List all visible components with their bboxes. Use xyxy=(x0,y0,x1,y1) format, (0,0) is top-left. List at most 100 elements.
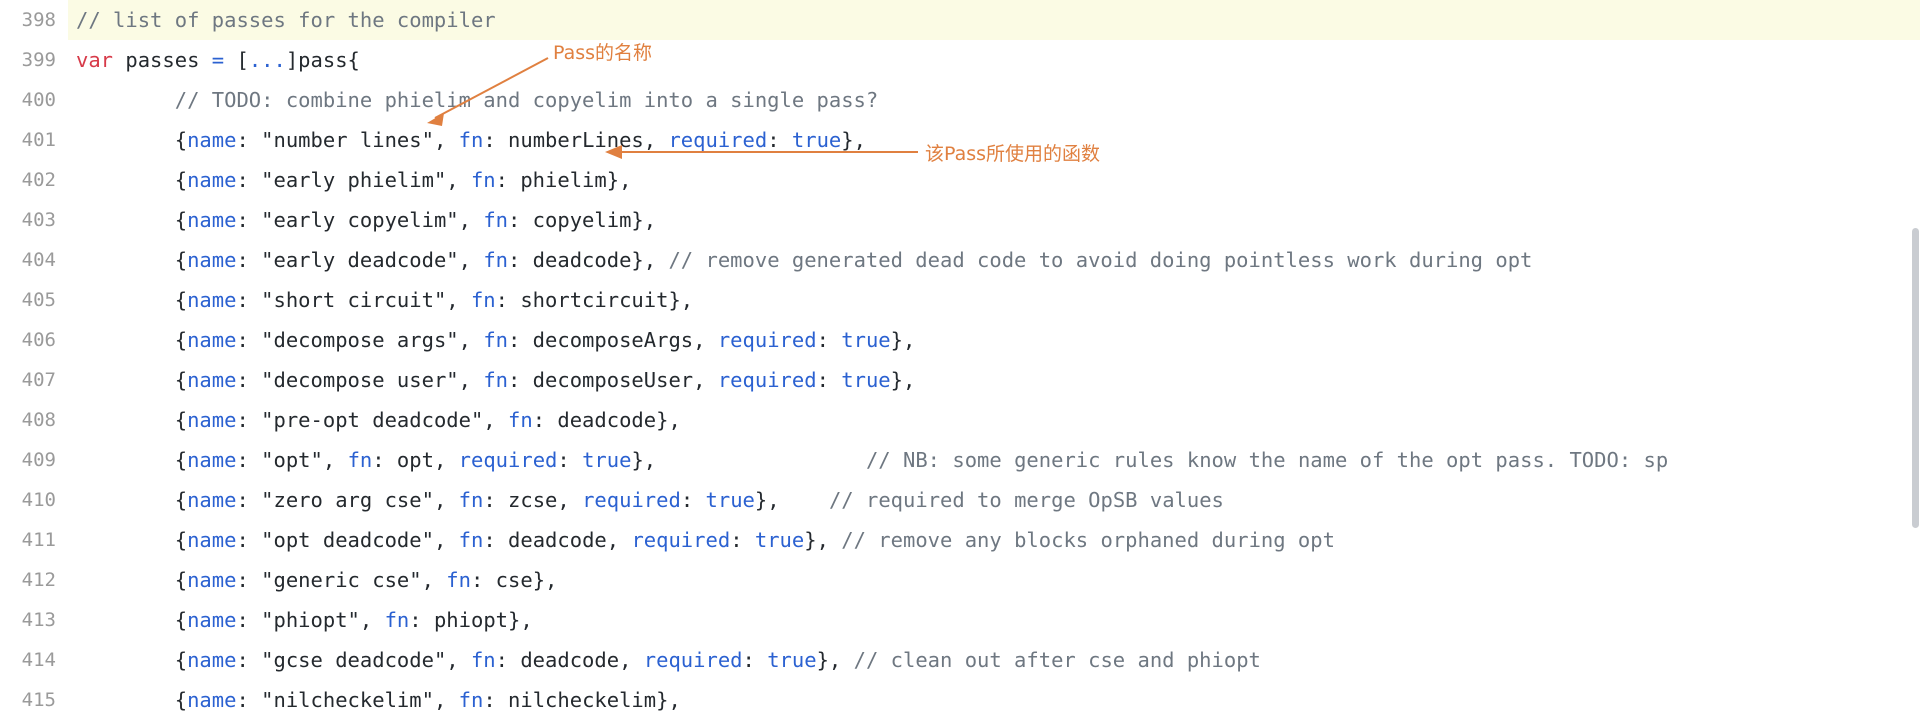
vertical-scrollbar-thumb[interactable] xyxy=(1912,228,1919,528)
code-line[interactable]: 409 {name: "opt", fn: opt, required: tru… xyxy=(0,440,1920,480)
code-line[interactable]: 414 {name: "gcse deadcode", fn: deadcode… xyxy=(0,640,1920,680)
token-plain: passes xyxy=(113,48,212,72)
token-prop: fn xyxy=(470,288,496,312)
token-prop: fn xyxy=(483,368,508,392)
token-prop: fn xyxy=(384,608,410,632)
line-content[interactable]: {name: "short circuit", fn: shortcircuit… xyxy=(68,280,1920,320)
token-prop: required xyxy=(643,648,743,672)
token-bool: true xyxy=(754,528,805,552)
code-line[interactable]: 415 {name: "nilcheckelim", fn: nilchecke… xyxy=(0,680,1920,719)
token-plain: : phielim}, xyxy=(495,168,632,192)
line-number: 411 xyxy=(21,529,56,551)
line-number: 401 xyxy=(21,129,56,151)
token-plain: : "gcse deadcode", xyxy=(236,648,471,672)
token-plain: : xyxy=(680,488,706,512)
line-content[interactable]: // list of passes for the compiler xyxy=(68,0,1920,40)
line-content[interactable]: {name: "decompose user", fn: decomposeUs… xyxy=(68,360,1920,400)
token-bool: true xyxy=(705,488,755,512)
line-number: 398 xyxy=(0,0,68,40)
token-plain: : deadcode, xyxy=(483,528,632,552)
token-plain: : "phiopt", xyxy=(236,608,385,632)
token-plain: : deadcode}, xyxy=(532,408,681,432)
line-content[interactable]: {name: "early deadcode", fn: deadcode}, … xyxy=(68,240,1920,280)
token-plain: { xyxy=(76,328,188,352)
token-prop: name xyxy=(187,368,237,392)
code-line[interactable]: 407 {name: "decompose user", fn: decompo… xyxy=(0,360,1920,400)
token-bool: true xyxy=(841,328,891,352)
token-plain: { xyxy=(76,368,188,392)
token-plain: { xyxy=(76,528,188,552)
token-plain: { xyxy=(76,608,188,632)
line-content[interactable]: {name: "early copyelim", fn: copyelim}, xyxy=(68,200,1920,240)
token-plain: [ xyxy=(224,48,249,72)
token-plain: : xyxy=(557,448,583,472)
token-prop: required xyxy=(582,488,681,512)
line-content[interactable]: {name: "generic cse", fn: cse}, xyxy=(68,560,1920,600)
line-number: 399 xyxy=(21,49,56,71)
code-line[interactable]: 405 {name: "short circuit", fn: shortcir… xyxy=(0,280,1920,320)
code-line[interactable]: 398// list of passes for the compiler xyxy=(0,0,1920,40)
token-plain: { xyxy=(76,168,188,192)
line-content[interactable]: {name: "pre-opt deadcode", fn: deadcode}… xyxy=(68,400,1920,440)
line-content[interactable]: {name: "opt deadcode", fn: deadcode, req… xyxy=(68,520,1920,560)
code-line[interactable]: 413 {name: "phiopt", fn: phiopt}, xyxy=(0,600,1920,640)
code-line[interactable]: 401 {name: "number lines", fn: numberLin… xyxy=(0,120,1920,160)
code-line[interactable]: 404 {name: "early deadcode", fn: deadcod… xyxy=(0,240,1920,280)
token-plain: : xyxy=(816,368,842,392)
line-content[interactable]: // TODO: combine phielim and copyelim in… xyxy=(68,80,1920,120)
line-content[interactable]: {name: "decompose args", fn: decomposeAr… xyxy=(68,320,1920,360)
code-line[interactable]: 406 {name: "decompose args", fn: decompo… xyxy=(0,320,1920,360)
line-content[interactable]: {name: "early phielim", fn: phielim}, xyxy=(68,160,1920,200)
token-plain: : copyelim}, xyxy=(508,208,657,232)
token-operator: = xyxy=(211,48,225,72)
code-line[interactable]: 410 {name: "zero arg cse", fn: zcse, req… xyxy=(0,480,1920,520)
token-plain: : decomposeUser, xyxy=(508,368,718,392)
token-comment: // required to merge OpSB values xyxy=(828,488,1224,512)
line-content[interactable]: {name: "number lines", fn: numberLines, … xyxy=(68,120,1920,160)
token-prop: fn xyxy=(483,328,508,352)
code-line[interactable]: 399 var passes = [...]pass{ xyxy=(0,40,1920,80)
token-plain: : decomposeArgs, xyxy=(508,328,718,352)
token-plain: : "decompose args", xyxy=(236,328,484,352)
token-prop: name xyxy=(187,248,237,272)
token-plain: : xyxy=(767,128,792,152)
token-plain: : "pre-opt deadcode", xyxy=(236,408,508,432)
token-plain: : xyxy=(742,648,768,672)
code-line[interactable]: 403 {name: "early copyelim", fn: copyeli… xyxy=(0,200,1920,240)
code-line[interactable]: 402 {name: "early phielim", fn: phielim}… xyxy=(0,160,1920,200)
code-line[interactable]: 411 {name: "opt deadcode", fn: deadcode,… xyxy=(0,520,1920,560)
line-number: 407 xyxy=(21,369,56,391)
token-operator: ... xyxy=(248,48,286,72)
token-prop: required xyxy=(631,528,731,552)
token-prop: name xyxy=(187,688,237,712)
code-line[interactable]: 412 {name: "generic cse", fn: cse}, xyxy=(0,560,1920,600)
code-line[interactable]: 408 {name: "pre-opt deadcode", fn: deadc… xyxy=(0,400,1920,440)
line-content[interactable]: {name: "zero arg cse", fn: zcse, require… xyxy=(68,480,1920,520)
token-plain: : numberLines, xyxy=(483,128,669,152)
token-prop: name xyxy=(187,128,237,152)
line-number: 406 xyxy=(21,329,56,351)
token-plain: }, xyxy=(804,528,842,552)
code-line[interactable]: 400 // TODO: combine phielim and copyeli… xyxy=(0,80,1920,120)
line-content[interactable]: {name: "gcse deadcode", fn: deadcode, re… xyxy=(68,640,1920,680)
token-prop: name xyxy=(187,648,237,672)
token-prop: fn xyxy=(458,128,484,152)
line-content[interactable]: {name: "nilcheckelim", fn: nilcheckelim}… xyxy=(68,680,1920,719)
line-content[interactable]: {name: "opt", fn: opt, required: true}, … xyxy=(68,440,1920,480)
token-prop: name xyxy=(187,328,237,352)
line-content[interactable]: var passes = [...]pass{ xyxy=(68,40,1920,80)
token-plain: : "generic cse", xyxy=(236,568,447,592)
token-prop: required xyxy=(717,368,817,392)
token-plain: : opt, xyxy=(372,448,459,472)
token-plain: }, xyxy=(631,448,866,472)
vertical-scrollbar[interactable] xyxy=(1910,0,1920,719)
line-number: 415 xyxy=(21,689,56,711)
line-content[interactable]: {name: "phiopt", fn: phiopt}, xyxy=(68,600,1920,640)
token-prop: fn xyxy=(458,488,484,512)
token-plain: : "number lines", xyxy=(236,128,459,152)
line-number: 413 xyxy=(21,609,56,631)
line-number: 400 xyxy=(21,89,56,111)
token-plain: : "opt", xyxy=(236,448,348,472)
